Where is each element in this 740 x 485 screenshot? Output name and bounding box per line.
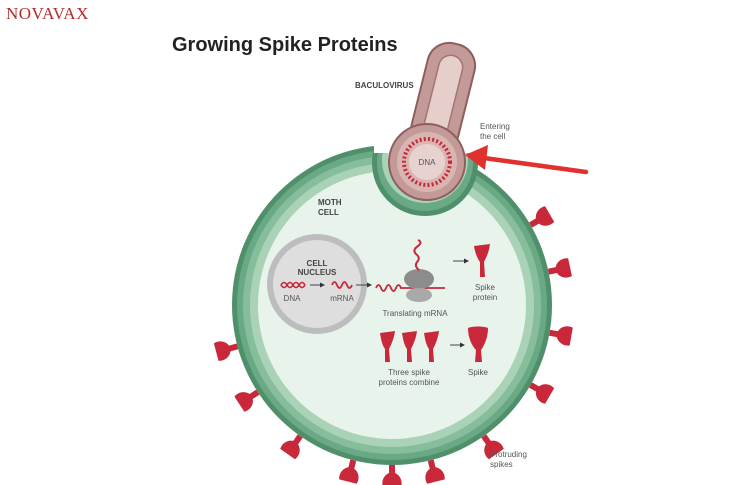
protruding-spike	[338, 457, 363, 484]
protruding-label-1: Protruding	[490, 450, 527, 459]
diagram-title: Growing Spike Proteins	[172, 34, 398, 56]
dna-label: DNA	[284, 294, 302, 303]
protruding-spike	[547, 323, 573, 347]
entering-label-1: Entering	[480, 122, 510, 131]
spike-label: Spike	[468, 368, 489, 377]
moth-cell-label-2: CELL	[318, 208, 339, 217]
combined-spike-icon	[468, 326, 488, 362]
dna-helix-icon	[280, 281, 306, 289]
baculovirus-label: BACULOVIRUS	[355, 81, 414, 90]
spike-protein-label-1: Spike	[475, 283, 496, 292]
protruding-spike	[546, 257, 573, 282]
three-spikes-icon	[380, 331, 439, 362]
protruding-spike	[421, 457, 446, 484]
nucleus-label-2: NUCLEUS	[298, 268, 337, 277]
ribosome-icon	[375, 239, 445, 302]
protruding-spike	[382, 465, 402, 485]
virus-dna-label: DNA	[419, 158, 437, 167]
three-spikes-label-1: Three spike	[388, 368, 430, 377]
pointer-arrow	[465, 145, 589, 175]
arrow-to-combined-spike-icon	[450, 342, 465, 348]
moth-cell	[232, 145, 552, 465]
translating-label: Translating mRNA	[382, 309, 448, 318]
moth-cell-label-1: MOTH	[318, 198, 342, 207]
cell-nucleus	[267, 234, 367, 334]
protruding-spike	[213, 337, 240, 362]
baculovirus	[388, 41, 477, 201]
spike-protein-icon	[474, 244, 490, 277]
spike-protein-label-2: protein	[473, 293, 497, 302]
arrow-to-spike-protein-icon	[453, 258, 469, 264]
brand-logo: NOVAVAX	[6, 4, 89, 23]
arrow-dna-to-mrna-icon	[310, 282, 325, 288]
arrow-to-ribosome-icon	[356, 282, 372, 288]
entering-label-2: the cell	[480, 132, 506, 141]
three-spikes-label-2: proteins combine	[379, 378, 440, 387]
protruding-label-2: spikes	[490, 460, 513, 469]
nucleus-label-1: CELL	[307, 259, 328, 268]
mrna-label: mRNA	[330, 294, 354, 303]
mrna-strand-icon	[331, 281, 353, 289]
